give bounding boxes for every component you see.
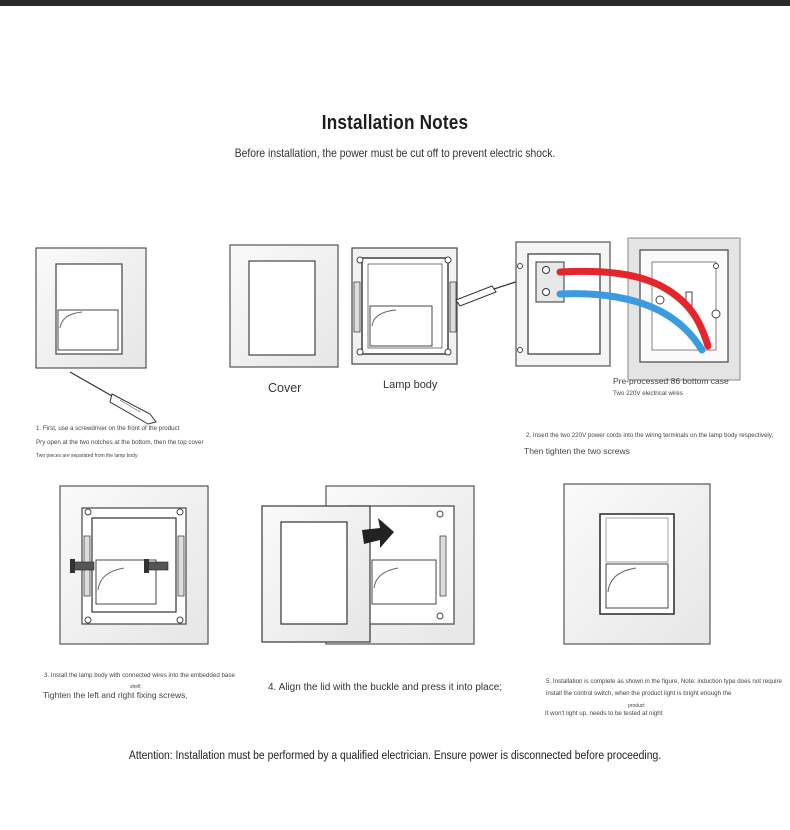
- step1-line2: Pry open at the two notches at the botto…: [36, 439, 204, 446]
- step5-line3: It won't light up, needs to be tested at…: [545, 710, 663, 717]
- screw-icon: [144, 559, 169, 573]
- cover-label: Cover: [268, 381, 302, 395]
- step4-lid: [261, 505, 371, 643]
- step1-line1: 1. First, use a screwdriver on the front…: [36, 425, 180, 432]
- back-box: [627, 237, 741, 381]
- step5-line2b: product: [628, 703, 645, 709]
- step3-line1: 3. Install the lamp body with connected …: [44, 672, 235, 679]
- wire-blue: [556, 290, 706, 354]
- page-subtitle: Before installation, the power must be c…: [234, 146, 556, 160]
- step2-line2: Then tighten the two screws: [524, 446, 630, 456]
- step5-line1: 5. Installation is complete as shown in …: [546, 678, 782, 685]
- page-title: Installation Notes: [321, 112, 469, 134]
- step1-line3: Two pieces are separated from the lamp b…: [36, 453, 138, 459]
- attention-note: Attention: Installation must be performe…: [128, 750, 662, 762]
- step3-panel: [59, 485, 209, 645]
- wiring-panel: [515, 241, 611, 367]
- screwdriver-icon: [69, 371, 157, 425]
- lamp-body-label: Lamp body: [383, 379, 438, 391]
- cover-panel: [229, 244, 339, 368]
- step5-panel: [563, 483, 711, 645]
- step1-panel: [35, 247, 147, 369]
- step4-line1: 4. Align the lid with the buckle and pre…: [268, 682, 503, 693]
- top-bar: [0, 0, 790, 6]
- wire-red: [556, 267, 712, 350]
- step3-line2: Tighten the left and right fixing screws…: [43, 690, 188, 700]
- step2-line1: 2. Insert the two 220V power cords into …: [526, 432, 774, 439]
- wires-label: Two 220V electrical wires: [613, 390, 683, 397]
- back-box-label: Pre-processed 86 bottom case: [613, 376, 729, 386]
- lamp-body: [351, 247, 458, 365]
- screw-icon: [70, 559, 95, 573]
- step5-line2a: install the control switch, when the pro…: [546, 690, 732, 697]
- arrow-right-icon: [362, 518, 394, 548]
- step3-line1b: shell;: [130, 684, 142, 690]
